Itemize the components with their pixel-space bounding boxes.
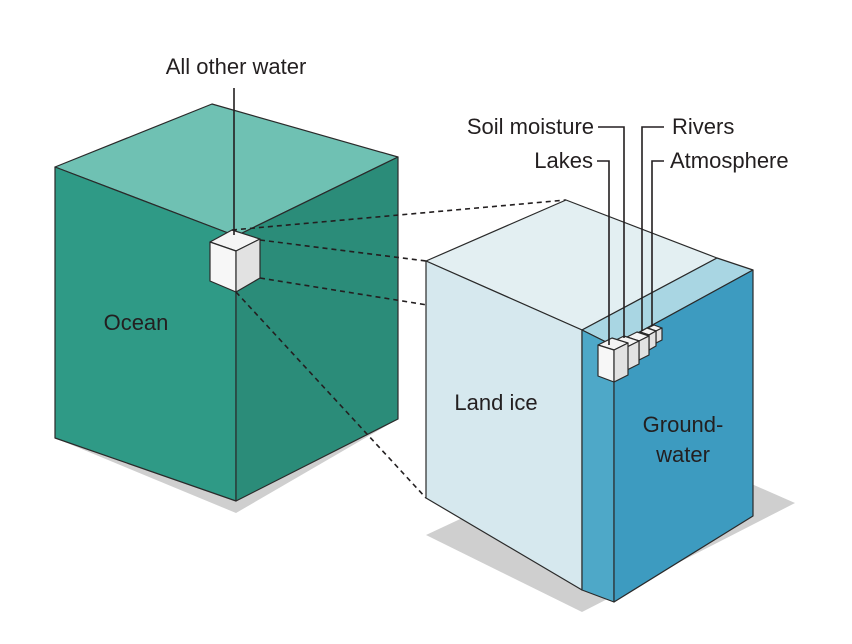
label-groundwater-line2: water — [655, 442, 710, 467]
lakes-leader — [597, 160, 610, 345]
projection-line-3 — [235, 291, 427, 499]
small-reservoir-cubes — [597, 324, 663, 383]
all-other-water-cube — [209, 229, 261, 293]
ocean-cube — [54, 103, 399, 513]
projection-line-1 — [231, 199, 567, 231]
label-soil-moisture: Soil moisture — [467, 114, 594, 139]
label-ocean: Ocean — [104, 310, 169, 335]
soil-moisture-leader — [598, 126, 625, 338]
rivers-leader — [641, 126, 664, 331]
label-rivers: Rivers — [672, 114, 734, 139]
label-land-ice: Land ice — [454, 390, 537, 415]
ocean-cube-right-face — [235, 156, 399, 502]
label-lakes: Lakes — [534, 148, 593, 173]
atmosphere-leader — [651, 160, 664, 326]
label-groundwater-line1: Ground- — [643, 412, 724, 437]
label-all-other-water: All other water — [166, 54, 307, 79]
label-atmosphere: Atmosphere — [670, 148, 789, 173]
leader-lines — [233, 88, 664, 345]
largest-small-cube — [597, 337, 629, 383]
labels: All other water Soil moisture Rivers Lak… — [104, 54, 789, 467]
projection-line-2 — [259, 239, 427, 262]
